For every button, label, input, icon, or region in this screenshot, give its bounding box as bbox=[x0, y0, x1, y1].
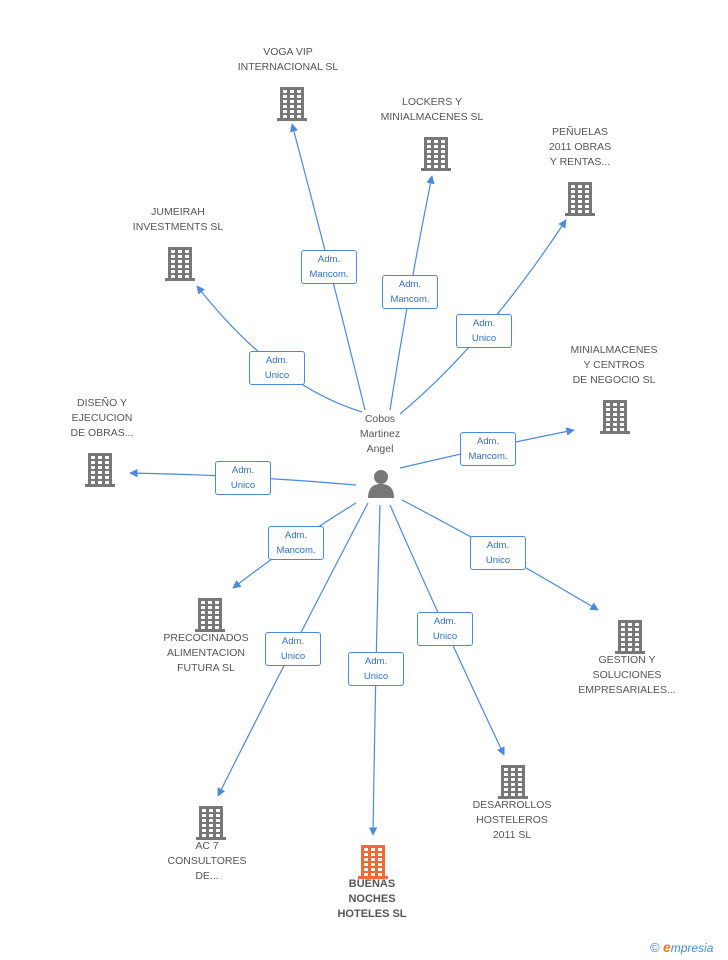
company-label-lockers[interactable]: LOCKERS Y MINIALMACENES SL bbox=[381, 95, 484, 125]
role-badge-line: Mancom. bbox=[276, 545, 316, 556]
company-label-line: 2011 SL bbox=[492, 829, 532, 841]
role-badge-penuelas[interactable]: Adm. Unico bbox=[456, 314, 512, 348]
company-label-line: JUMEIRAH bbox=[151, 206, 205, 218]
company-label-minialmacenes[interactable]: MINIALMACENES Y CENTROS DE NEGOCIO SL bbox=[571, 343, 658, 388]
company-label-line: VOGA VIP bbox=[263, 46, 313, 58]
brand-text: mpresia bbox=[670, 941, 714, 955]
brand-logo: © empresia bbox=[650, 939, 713, 955]
person-icon[interactable] bbox=[366, 468, 396, 498]
company-label-line: DE OBRAS... bbox=[70, 427, 134, 439]
company-label-line: PRECOCINADOS bbox=[163, 632, 249, 644]
person-name-line: Martinez bbox=[359, 428, 401, 440]
company-label-diseno[interactable]: DISEÑO Y EJECUCION DE OBRAS... bbox=[70, 396, 133, 441]
company-label-precocinados[interactable]: PRECOCINADOS ALIMENTACION FUTURA SL bbox=[163, 631, 248, 676]
person-name-line: Cobos bbox=[364, 413, 396, 425]
building-icon[interactable] bbox=[277, 85, 307, 121]
role-badge-line: Unico bbox=[230, 480, 256, 491]
company-label-line: EMPRESARIALES... bbox=[578, 684, 676, 696]
role-badge-voga-vip[interactable]: Adm. Mancom. bbox=[301, 250, 357, 284]
role-badge-line: Unico bbox=[280, 651, 306, 662]
copyright-symbol: © bbox=[650, 940, 660, 955]
role-badge-line: Adm. bbox=[364, 656, 388, 667]
building-icon[interactable] bbox=[600, 398, 630, 434]
company-label-line: DE NEGOCIO SL bbox=[572, 374, 656, 386]
role-badge-line: Adm. bbox=[284, 530, 308, 541]
role-badge-line: Mancom. bbox=[468, 451, 508, 462]
company-label-line: AC 7 bbox=[195, 840, 219, 852]
role-badge-lockers[interactable]: Adm. Mancom. bbox=[382, 275, 438, 309]
building-icon[interactable] bbox=[195, 596, 225, 632]
company-label-line: MINIALMACENES SL bbox=[380, 111, 484, 123]
company-label-line: HOTELES SL bbox=[337, 908, 407, 920]
company-label-line: HOSTELEROS bbox=[476, 814, 548, 826]
building-icon[interactable] bbox=[165, 245, 195, 281]
company-label-line: SOLUCIONES bbox=[592, 669, 662, 681]
role-badge-gestion[interactable]: Adm. Unico bbox=[470, 536, 526, 570]
person-name-line: Angel bbox=[366, 443, 394, 455]
company-label-line: ALIMENTACION bbox=[167, 647, 245, 659]
company-label-line: Y RENTAS... bbox=[549, 156, 611, 168]
company-label-line: GESTION Y bbox=[598, 654, 656, 666]
building-icon[interactable] bbox=[498, 763, 528, 799]
brand-e: e bbox=[662, 939, 671, 955]
company-label-line: CONSULTORES bbox=[167, 855, 247, 867]
company-label-line: MINIALMACENES bbox=[570, 344, 658, 356]
role-badge-line: Unico bbox=[363, 671, 389, 682]
building-icon[interactable] bbox=[196, 804, 226, 840]
role-badge-line: Unico bbox=[432, 631, 458, 642]
company-label-voga-vip[interactable]: VOGA VIP INTERNACIONAL SL bbox=[238, 45, 339, 75]
building-icon[interactable] bbox=[85, 451, 115, 487]
role-badge-desarrollos[interactable]: Adm. Unico bbox=[417, 612, 473, 646]
role-badge-diseno[interactable]: Adm. Unico bbox=[215, 461, 271, 495]
company-label-ac7[interactable]: AC 7 CONSULTORES DE... bbox=[168, 839, 247, 884]
company-label-line: INTERNACIONAL SL bbox=[237, 61, 339, 73]
role-badge-line: Adm. bbox=[476, 436, 500, 447]
role-badge-precocinados[interactable]: Adm. Mancom. bbox=[268, 526, 324, 560]
company-label-penuelas[interactable]: PEÑUELAS 2011 OBRAS Y RENTAS... bbox=[549, 125, 611, 170]
edge-jumeirah bbox=[196, 285, 363, 413]
company-label-line: LOCKERS Y bbox=[402, 96, 462, 108]
role-badge-line: Adm. bbox=[433, 616, 457, 627]
building-icon[interactable] bbox=[615, 618, 645, 654]
building-icon[interactable] bbox=[358, 843, 388, 879]
building-icon[interactable] bbox=[565, 180, 595, 216]
company-label-line: 2011 OBRAS bbox=[548, 141, 612, 153]
company-label-buenas-noches[interactable]: BUENAS NOCHES HOTELES SL bbox=[337, 877, 406, 922]
role-badge-line: Adm. bbox=[486, 540, 510, 551]
company-label-desarrollos[interactable]: DESARROLLOS HOSTELEROS 2011 SL bbox=[473, 798, 552, 843]
role-badge-ac7[interactable]: Adm. Unico bbox=[265, 632, 321, 666]
company-label-gestion[interactable]: GESTION Y SOLUCIONES EMPRESARIALES... bbox=[578, 653, 675, 698]
company-label-line: DISEÑO Y bbox=[76, 397, 127, 409]
company-label-line: DE... bbox=[195, 870, 219, 882]
role-badge-line: Unico bbox=[264, 370, 290, 381]
role-badge-line: Adm. bbox=[231, 465, 255, 476]
company-label-line: NOCHES bbox=[348, 893, 396, 905]
role-badge-line: Mancom. bbox=[309, 269, 349, 280]
company-label-line: Y CENTROS bbox=[583, 359, 645, 371]
company-label-line: INVESTMENTS SL bbox=[132, 221, 224, 233]
company-label-line: EJECUCION bbox=[71, 412, 133, 424]
company-label-jumeirah[interactable]: JUMEIRAH INVESTMENTS SL bbox=[133, 205, 223, 235]
building-icon[interactable] bbox=[421, 135, 451, 171]
role-badge-line: Adm. bbox=[398, 279, 422, 290]
role-badge-line: Adm. bbox=[281, 636, 305, 647]
company-label-line: PEÑUELAS bbox=[551, 126, 609, 138]
person-name[interactable]: Cobos Martinez Angel bbox=[360, 412, 400, 457]
role-badge-minialmacenes[interactable]: Adm. Mancom. bbox=[460, 432, 516, 466]
role-badge-line: Mancom. bbox=[390, 294, 430, 305]
role-badge-line: Unico bbox=[471, 333, 497, 344]
company-label-line: FUTURA SL bbox=[177, 662, 235, 674]
company-label-line: BUENAS bbox=[348, 878, 396, 890]
role-badge-line: Adm. bbox=[317, 254, 341, 265]
role-badge-buenas-noches[interactable]: Adm. Unico bbox=[348, 652, 404, 686]
company-label-line: DESARROLLOS bbox=[472, 799, 552, 811]
role-badge-line: Unico bbox=[485, 555, 511, 566]
role-badge-line: Adm. bbox=[472, 318, 496, 329]
role-badge-line: Adm. bbox=[265, 355, 289, 366]
role-badge-jumeirah[interactable]: Adm. Unico bbox=[249, 351, 305, 385]
